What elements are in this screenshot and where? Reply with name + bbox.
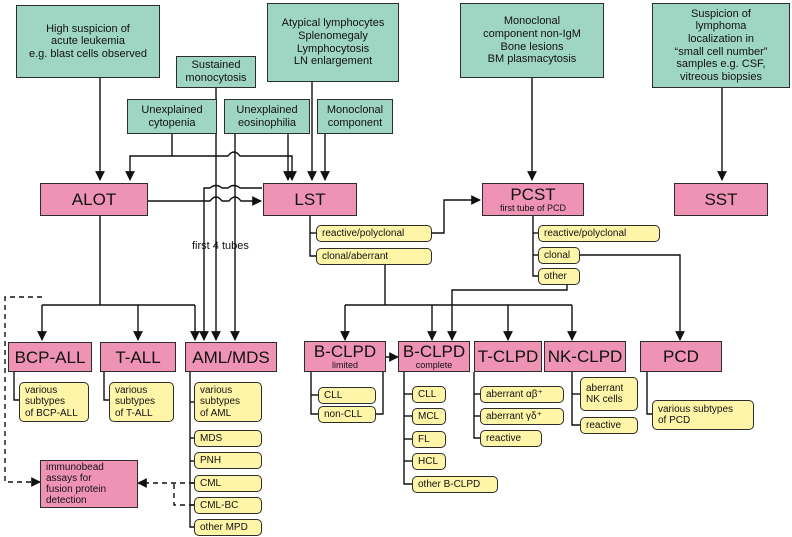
link-pcst-results: [532, 216, 538, 277]
panel-bclpd-limited-sublabel: limited: [331, 360, 358, 370]
link-reactive-pcst: [432, 195, 481, 234]
lst-clonal-aberrant: clonal/aberrant: [316, 248, 432, 265]
panel-t-all[interactable]: T-ALL: [100, 342, 176, 372]
pcst-reactive-polyclonal: reactive/polyclonal: [538, 225, 660, 242]
result-mcl: MCL: [412, 408, 446, 425]
link-lst-aml: [199, 184, 262, 341]
tube-sst-label: SST: [704, 190, 738, 209]
link-dashed-cmlbc: [173, 483, 194, 506]
tube-pcst-sublabel: first tube of PCD: [499, 203, 567, 213]
source-lymphoma-suspicion: Suspicion of lymphoma localization in “s…: [652, 3, 790, 88]
source-atypical-lymphocytes: Atypical lymphocytes Splenomegaly Lympho…: [267, 3, 399, 82]
panel-nkclpd[interactable]: NK-CLPD: [544, 341, 626, 372]
tube-lst[interactable]: LST: [263, 183, 357, 216]
result-non-cll: non-CLL: [318, 406, 376, 423]
panel-pcd[interactable]: PCD: [640, 341, 722, 372]
source-unexplained-eosinophilia: Unexplained eosinophilia: [224, 99, 310, 134]
link-alot-lst: [148, 196, 262, 206]
link-nk-results: [571, 372, 580, 426]
panel-bclpd-limited-label: B-CLPD: [313, 342, 377, 361]
tube-pcst-label: PCST: [510, 185, 556, 204]
source-unexplained-cytopenia: Unexplained cytopenia: [127, 99, 217, 134]
result-fl: FL: [412, 431, 446, 448]
source-sustained-monocytosis: Sustained monocytosis: [176, 56, 256, 88]
panel-pcd-label: PCD: [663, 347, 699, 366]
tube-alot[interactable]: ALOT: [40, 183, 148, 216]
first-4-tubes-label: first 4 tubes: [192, 240, 249, 252]
tall-various-subtypes: various subtypes of T-ALL: [109, 382, 174, 422]
tube-lst-label: LST: [294, 190, 326, 209]
pcst-other: other: [538, 268, 580, 285]
source-acute-leukemia: High suspicion of acute leukemia e.g. bl…: [16, 5, 160, 78]
aml-various-subtypes: various subtypes of AML: [194, 382, 262, 422]
result-t-reactive: reactive: [480, 430, 542, 447]
pcst-clonal: clonal: [538, 247, 580, 264]
link-bl-results: [310, 372, 318, 415]
link-lst-results: [309, 216, 316, 257]
result-cml: CML: [194, 475, 262, 492]
panel-tclpd-label: T-CLPD: [477, 347, 539, 366]
panel-bclpd-complete-sublabel: complete: [415, 360, 453, 370]
tube-sst[interactable]: SST: [674, 183, 768, 216]
result-limited-cll: CLL: [318, 387, 376, 404]
panel-aml-mds[interactable]: AML/MDS: [185, 342, 277, 372]
link-tc-results: [473, 372, 480, 439]
panel-bcp-all-label: BCP-ALL: [14, 347, 86, 367]
tube-alot-label: ALOT: [71, 190, 117, 209]
result-complete-cll: CLL: [412, 386, 446, 403]
result-pnh: PNH: [194, 452, 262, 469]
pcd-various-subtypes: various subtypes of PCD: [652, 400, 754, 430]
result-aberrant-gd: aberrant γδ⁺: [480, 408, 564, 425]
link-bcp-result: [13, 372, 19, 401]
bcp-various-subtypes: various subtypes of BCP-ALL: [19, 382, 89, 422]
link-clonal-pcd: [580, 254, 685, 341]
panel-t-all-label: T-ALL: [115, 347, 161, 367]
result-hcl: HCL: [412, 453, 446, 470]
result-aberrant-ab: aberrant αβ⁺: [480, 386, 564, 403]
link-pcd-result: [646, 372, 652, 415]
link-bc-results: [403, 372, 412, 485]
result-mds: MDS: [194, 430, 262, 447]
result-aberrant-nk: aberrant NK cells: [580, 377, 638, 411]
panel-aml-mds-label: AML/MDS: [192, 347, 270, 367]
link-cytopenia-lst: [172, 151, 297, 181]
panel-bcp-all[interactable]: BCP-ALL: [8, 342, 92, 372]
link-noncll-bc: [376, 352, 399, 415]
result-cml-bc: CML-BC: [194, 497, 262, 514]
link-cytopenia-alot: [125, 155, 172, 181]
result-nk-reactive: reactive: [580, 417, 638, 434]
link-tall-result: [103, 372, 109, 401]
lst-reactive-polyclonal: reactive/polyclonal: [316, 225, 432, 242]
result-other-mpd: other MPD: [194, 519, 262, 536]
panel-immunobead-assays[interactable]: immunobead assays for fusion protein det…: [40, 460, 138, 508]
panel-nkclpd-label: NK-CLPD: [547, 347, 623, 366]
source-monoclonal-non-igm: Monoclonal component non-IgM Bone lesion…: [460, 3, 604, 78]
panel-tclpd[interactable]: T-CLPD: [474, 341, 542, 372]
source-monoclonal-component: Monoclonal component: [317, 99, 393, 134]
panel-bclpd-complete-label: B-CLPD: [402, 342, 466, 361]
result-other-bclpd: other B-CLPD: [412, 476, 498, 493]
link-other-down: [447, 276, 568, 341]
link-dashed-bcp: [4, 296, 42, 487]
link-aml-results: [189, 372, 194, 528]
